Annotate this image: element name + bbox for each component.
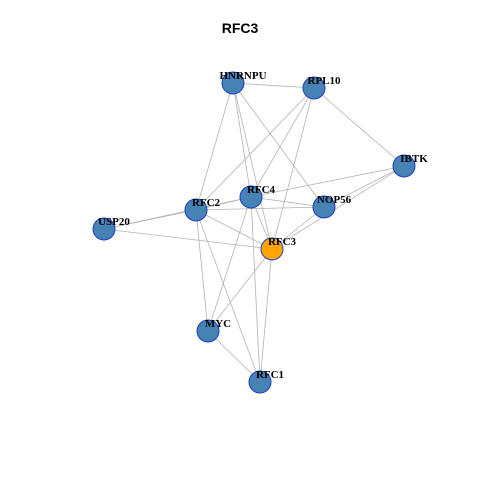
node-rfc2[interactable]	[184, 198, 208, 222]
edge-usp20-rfc3	[103, 228, 273, 250]
node-label-hnrnpu: HNRNPU	[219, 70, 266, 82]
edge-myc-rfc1	[207, 330, 261, 383]
edge-rpl10-rfc4	[250, 87, 315, 198]
node-nop56[interactable]	[312, 195, 336, 219]
edge-hnrnpu-rfc3	[232, 82, 273, 250]
edge-rfc2-myc	[195, 209, 209, 332]
edge-rfc3-myc	[207, 248, 273, 332]
graph-title: RFC3	[221, 20, 259, 36]
node-rfc3[interactable]	[260, 237, 284, 261]
node-label-rfc4: RFC4	[247, 184, 276, 196]
node-hnrnpu[interactable]	[221, 71, 245, 95]
node-label-usp20: USP20	[98, 216, 130, 228]
edge-rfc4-myc	[207, 196, 252, 332]
edge-ibtk-rfc4	[250, 165, 405, 198]
edge-rfc2-rfc1	[195, 209, 261, 383]
edge-rfc3-rfc1	[259, 248, 273, 383]
node-rpl10[interactable]	[302, 76, 326, 100]
edge-rpl10-rfc2	[195, 87, 315, 211]
node-usp20[interactable]	[92, 217, 116, 241]
edge-rfc4-rfc1	[250, 196, 261, 383]
node-label-rfc3: RFC3	[268, 236, 297, 248]
node-rfc4[interactable]	[239, 185, 263, 209]
edge-rfc2-nop56	[195, 206, 325, 211]
edge-rfc4-nop56	[250, 196, 325, 208]
edges-layer	[103, 82, 405, 383]
edge-hnrnpu-rpl10	[232, 82, 315, 89]
edge-rpl10-ibtk	[313, 87, 405, 167]
edge-hnrnpu-rfc4	[232, 82, 252, 198]
node-label-myc: MYC	[205, 318, 231, 330]
node-ibtk[interactable]	[392, 154, 416, 178]
node-rfc1[interactable]	[248, 370, 272, 394]
edge-rfc2-rfc3	[195, 209, 273, 250]
node-myc[interactable]	[196, 319, 220, 343]
edge-usp20-rfc4	[103, 196, 252, 230]
nodes-layer	[92, 71, 416, 394]
node-label-nop56: NOP56	[317, 194, 352, 206]
node-label-rfc2: RFC2	[192, 197, 221, 209]
edge-hnrnpu-rfc2	[195, 82, 234, 211]
edge-hnrnpu-nop56	[232, 82, 325, 208]
edge-ibtk-nop56	[323, 165, 405, 208]
node-label-ibtk: IBTK	[400, 153, 428, 165]
node-label-rfc1: RFC1	[256, 369, 284, 381]
edge-ibtk-rfc3	[271, 165, 405, 250]
edge-rpl10-rfc3	[271, 87, 315, 250]
node-label-rpl10: RPL10	[308, 75, 342, 87]
